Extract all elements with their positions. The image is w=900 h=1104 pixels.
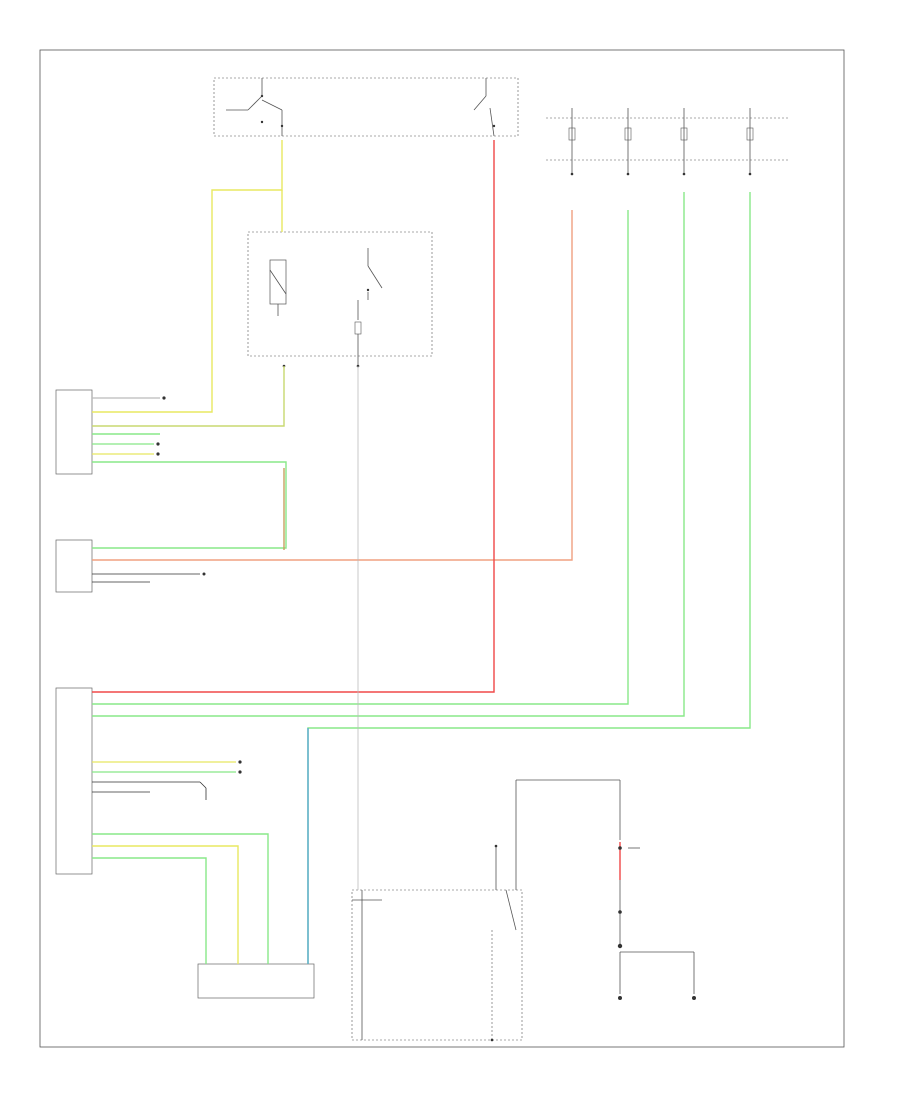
ignition-switch [213, 77, 519, 137]
instrument-cluster [55, 687, 242, 875]
fuse-box [546, 108, 790, 176]
relay-coil-icon [269, 259, 287, 305]
engine-control-module [55, 389, 166, 475]
splice-icon [617, 846, 623, 949]
starter-relay [351, 779, 620, 1042]
power-distribution-box [247, 231, 433, 368]
transmission-control-module [55, 539, 206, 593]
switch-icon [366, 248, 383, 300]
fuse-icon [568, 127, 754, 141]
diagram-frame [39, 49, 845, 1048]
ground-network [617, 780, 696, 1000]
ground-icon [618, 996, 696, 1000]
wires [92, 140, 751, 964]
transmission-range-sensor [197, 963, 315, 999]
